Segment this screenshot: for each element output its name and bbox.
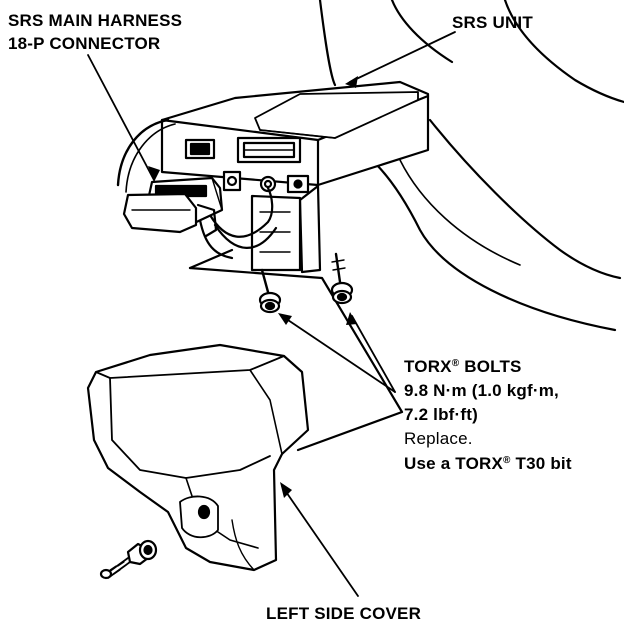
torx-bolts-label-pre: TORX: [404, 357, 452, 376]
torx-bolt-left: [258, 268, 282, 314]
leader-torx-right: [351, 315, 396, 393]
torx-bit-note: Use a TORX® T30 bit: [404, 453, 572, 474]
srs-unit-body: [160, 80, 430, 187]
torx-bit-note-post: T30 bit: [510, 454, 572, 473]
torx-bolt-right: [330, 252, 354, 305]
torx-bit-note-pre: Use a TORX: [404, 454, 504, 473]
leader-arrowheads: [148, 76, 358, 498]
left-side-cover-label: LEFT SIDE COVER: [266, 604, 422, 623]
harness-connector-label-line2: 18-P CONNECTOR: [8, 34, 161, 53]
leader-lines: [87, 31, 456, 597]
harness-18p-connector: [122, 176, 224, 238]
torque-nm-label: 9.8 N·m (1.0 kgf·m,: [404, 381, 559, 400]
torx-bolts-label-post: BOLTS: [459, 357, 522, 376]
leader-srs-unit: [349, 31, 456, 83]
leader-side-cover: [281, 485, 359, 597]
unit-connector-sockets: [184, 136, 310, 194]
registered-mark: ®: [503, 455, 511, 466]
harness-connector-label-line1: SRS MAIN HARNESS: [8, 11, 183, 30]
left-side-cover: [86, 343, 310, 572]
leader-harness-connector: [87, 54, 155, 181]
mounting-bracket: [188, 184, 404, 452]
srs-unit-label: SRS UNIT: [452, 13, 533, 32]
replace-note: Replace.: [404, 429, 473, 448]
torx-bolts-label: TORX® BOLTS: [404, 356, 522, 377]
registered-mark: ®: [451, 358, 460, 369]
torque-lbf-label: 7.2 lbf·ft): [404, 405, 478, 424]
leader-torx-left: [281, 315, 396, 393]
cover-screw: [99, 539, 158, 580]
